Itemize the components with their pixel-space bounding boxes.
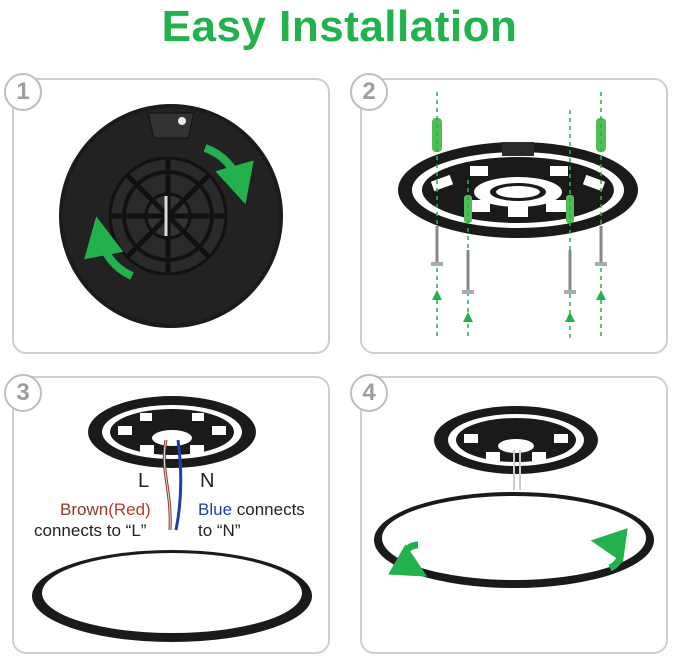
fixture-back-illustration bbox=[59, 104, 283, 328]
red-word: (Red) bbox=[108, 500, 151, 519]
rotate-arrow-icon bbox=[84, 216, 134, 280]
brown-word: Brown bbox=[60, 500, 109, 519]
rotate-arrow-icon bbox=[203, 144, 254, 205]
screw-icon bbox=[435, 226, 603, 290]
step-1-badge: 1 bbox=[4, 73, 42, 111]
blue-wire-note-2: to “N” bbox=[198, 521, 241, 540]
step-2-badge: 2 bbox=[350, 73, 388, 111]
step-4-badge: 4 bbox=[350, 374, 388, 412]
blue-word: Blue bbox=[198, 500, 233, 519]
brown-wire-note: Brown(Red) bbox=[60, 500, 151, 520]
rotate-arrow-icon bbox=[590, 528, 628, 572]
wire-label-l: L bbox=[138, 470, 150, 492]
wiring-illustration bbox=[32, 396, 312, 642]
rotate-arrow-icon bbox=[388, 541, 428, 577]
attach-illustration bbox=[374, 406, 654, 588]
brown-wire-note-2: connects to “L” bbox=[34, 521, 147, 540]
page-title: Easy Installation bbox=[161, 2, 518, 51]
wire-label-n: N bbox=[200, 470, 215, 492]
mounting-bracket-illustration bbox=[398, 92, 638, 340]
blue-connects: connects bbox=[232, 500, 305, 519]
step-3-badge: 3 bbox=[4, 374, 42, 412]
blue-wire-note: Blue connects bbox=[198, 500, 305, 520]
